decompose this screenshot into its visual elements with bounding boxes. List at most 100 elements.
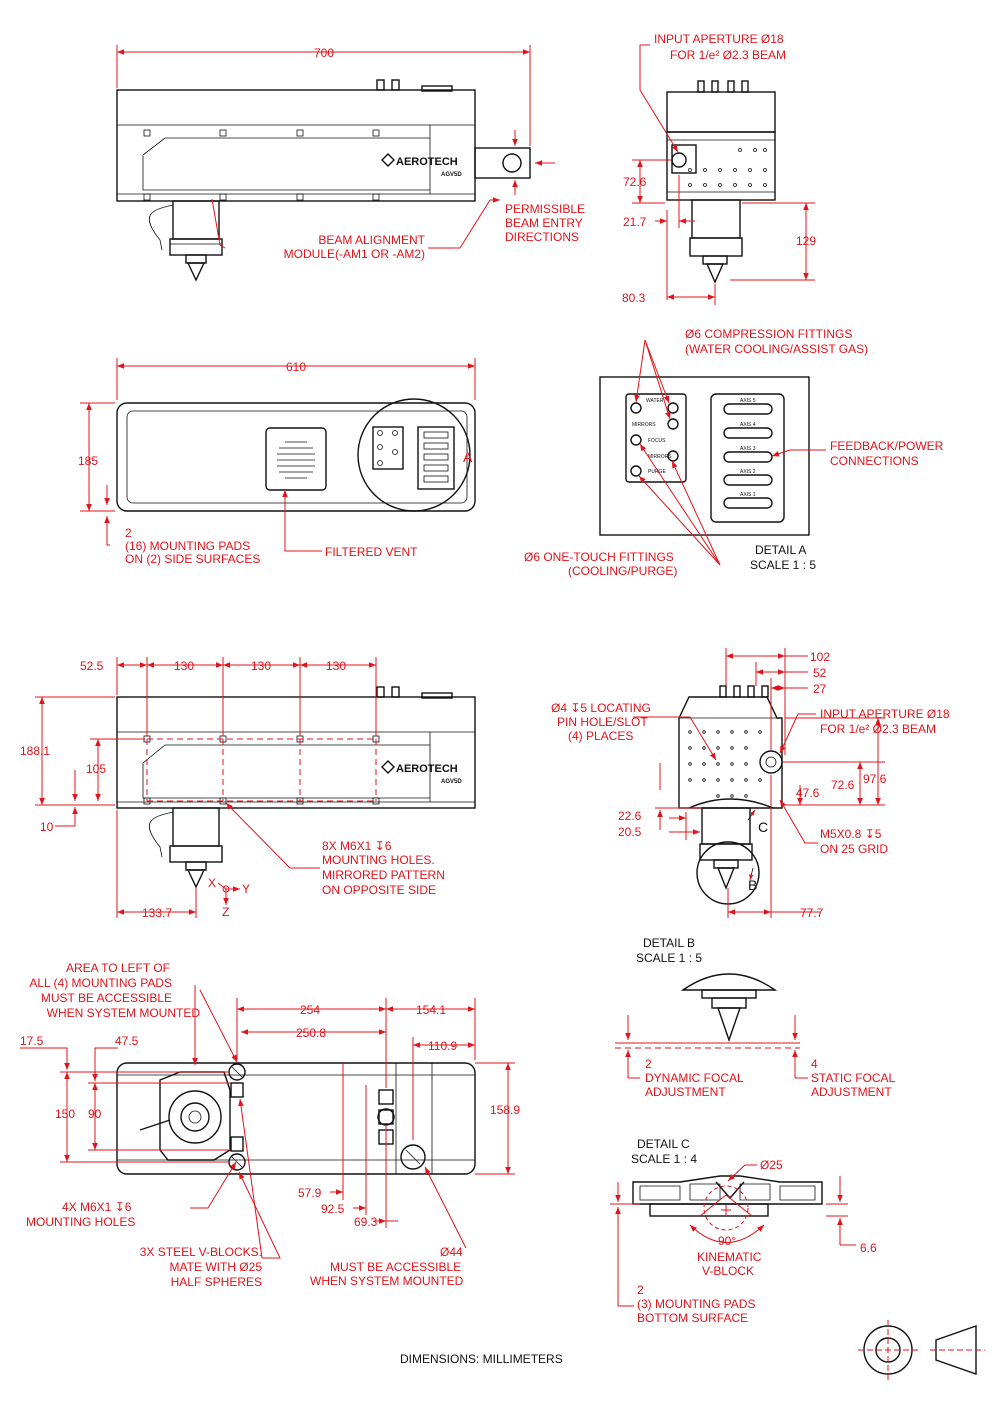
dim-188-1: 188.1	[20, 744, 50, 758]
label-bam-2: MODULE(-AM1 OR -AM2)	[284, 247, 425, 261]
label-permissible-3: DIRECTIONS	[505, 230, 579, 244]
dims-side-view: 52.5 130 130 130 188.1 105 10 133.7 8X M…	[20, 657, 445, 920]
callout-a: A	[463, 449, 473, 465]
label-pads3-2: BOTTOM SURFACE	[637, 1311, 748, 1325]
axis-y-label: Y	[242, 882, 250, 896]
brand-model: AGV5D	[441, 172, 462, 178]
label-area-2: ALL (4) MOUNTING PADS	[29, 976, 172, 990]
end-view-holes	[688, 148, 767, 187]
label-vblocks-2: MATE WITH Ø25	[170, 1260, 263, 1274]
detail-a-scale: SCALE 1 : 5	[750, 558, 816, 572]
dim-130: 130	[251, 659, 271, 673]
detail-c: DETAIL C SCALE 1 : 4 Ø25 90° KINEMATIC V…	[610, 1137, 877, 1325]
dim-10: 10	[40, 820, 54, 834]
fitting-label: PURGE	[648, 469, 666, 475]
dim-20-5: 20.5	[618, 825, 642, 839]
label-compression-1: Ø6 COMPRESSION FITTINGS	[685, 327, 852, 341]
brand-logo: AEROTECH	[396, 763, 458, 775]
dim-80-3: 80.3	[622, 291, 646, 305]
label-compression-2: (WATER COOLING/ASSIST GAS)	[685, 342, 868, 356]
connector-label: AXIS 1	[740, 492, 756, 498]
detail-b: DETAIL B SCALE 1 : 5 2 DYNAMIC FOCAL ADJ…	[615, 936, 896, 1099]
label-vblocks-3: HALF SPHERES	[171, 1275, 262, 1289]
label-locating-2: PIN HOLE/SLOT	[557, 715, 648, 729]
aerotech-logo-icon	[381, 760, 395, 774]
dim-254: 254	[300, 1003, 320, 1017]
top-view: AEROTECH AGV5D	[116, 79, 531, 282]
dim-72-6: 72.6	[623, 175, 647, 189]
label-area-4: WHEN SYSTEM MOUNTED	[47, 1006, 201, 1020]
dim-250-8: 250.8	[296, 1026, 326, 1040]
fitting-label: MIRRORS	[632, 422, 656, 428]
dim-105: 105	[86, 762, 106, 776]
axis-z-label: Z	[222, 905, 229, 919]
connector-label: AXIS 5	[740, 398, 756, 404]
label-holes4-1: 4X M6X1 ↧6	[62, 1200, 132, 1214]
label-permissible-2: BEAM ENTRY	[505, 216, 583, 230]
callout-c: C	[758, 819, 768, 835]
dim-102: 102	[810, 650, 830, 664]
label-holes8-3: MIRRORED PATTERN	[322, 868, 445, 882]
label-pads-2: ON (2) SIDE SURFACES	[125, 552, 260, 566]
dim-133-7: 133.7	[142, 906, 172, 920]
detail-a-title: DETAIL A	[755, 543, 806, 557]
label-feedback-1: FEEDBACK/POWER	[830, 439, 944, 453]
label-dynamic-1: DYNAMIC FOCAL	[645, 1071, 744, 1085]
label-pads-1: (16) MOUNTING PADS	[125, 539, 250, 553]
dim-stat-qty: 4	[811, 1057, 818, 1071]
label-vblocks-1: 3X STEEL V-BLOCKS.	[140, 1245, 262, 1259]
dim-d25: Ø25	[760, 1158, 783, 1172]
dim-158-9: 158.9	[490, 1103, 520, 1117]
bottom-view	[116, 1062, 476, 1175]
label-kinematic-1: KINEMATIC	[697, 1250, 762, 1264]
axis-triad: X Y Z	[208, 876, 250, 919]
dim-97-6: 97.6	[863, 772, 887, 786]
dim-700: 700	[116, 45, 531, 146]
dim-dyn-qty: 2	[645, 1057, 652, 1071]
dim-pad3-qty: 2	[637, 1283, 644, 1297]
label-static-1: STATIC FOCAL	[811, 1071, 896, 1085]
dims-bottom-view: 254 154.1 250.8 110.9 158.9 150 90 17.5 …	[20, 961, 520, 1289]
detail-b-scale: SCALE 1 : 5	[636, 951, 702, 965]
dim-57-9: 57.9	[298, 1186, 322, 1200]
label-feedback-2: CONNECTIONS	[830, 454, 919, 468]
dims-plan-view: 610 185 2 (16) MOUNTING PADS ON (2) SIDE…	[78, 358, 476, 566]
detail-c-title: DETAIL C	[637, 1137, 690, 1151]
label-input-aperture2-2: FOR 1/e² Ø2.3 BEAM	[820, 722, 936, 736]
connector-label: AXIS 2	[740, 469, 756, 475]
plan-view	[116, 398, 476, 512]
dim-90: 90	[88, 1107, 102, 1121]
dim-110-9: 110.9	[428, 1039, 457, 1053]
dim-90deg: 90°	[718, 1234, 736, 1248]
dim-52-5: 52.5	[80, 659, 104, 673]
label-pads3-1: (3) MOUNTING PADS	[637, 1297, 755, 1311]
label-area-1: AREA TO LEFT OF	[66, 961, 170, 975]
dim-72-6: 72.6	[831, 778, 855, 792]
label-dynamic-2: ADJUSTMENT	[645, 1085, 726, 1099]
dims-end-view-2: 102 52 27 72.6 97.6 47.6 22.6 20.5 77.7 …	[551, 648, 950, 920]
vent-slots	[277, 441, 315, 479]
detail-a-leaders: Ø6 COMPRESSION FITTINGS (WATER COOLING/A…	[524, 327, 944, 578]
dim-52: 52	[813, 666, 827, 680]
label-holes8-2: MOUNTING HOLES.	[322, 853, 435, 867]
label-kinematic-2: V-BLOCK	[702, 1264, 754, 1278]
dim-69-3: 69.3	[354, 1215, 378, 1229]
end-view-2-holes	[688, 730, 762, 798]
dim-129: 129	[796, 234, 816, 248]
dim-92-5: 92.5	[321, 1202, 345, 1216]
label-m5-2: ON 25 GRID	[820, 842, 888, 856]
label-locating-1: Ø4 ↧5 LOCATING	[551, 701, 651, 715]
label-input-aperture2-1: INPUT APERTURE Ø18	[820, 707, 950, 721]
fitting-label: FOCUS	[648, 438, 666, 444]
label-bam-1: BEAM ALIGNMENT	[318, 233, 425, 247]
end-view-2	[678, 685, 783, 905]
end-view	[666, 80, 776, 284]
dim-22-6: 22.6	[618, 809, 642, 823]
dim-700-label: 700	[314, 46, 334, 60]
mounting-pads-top	[143, 129, 380, 201]
dim-610: 610	[286, 360, 306, 374]
fitting-label: WATER	[646, 398, 664, 404]
detail-c-scale: SCALE 1 : 4	[631, 1152, 697, 1166]
label-d44-3: WHEN SYSTEM MOUNTED	[310, 1274, 464, 1288]
